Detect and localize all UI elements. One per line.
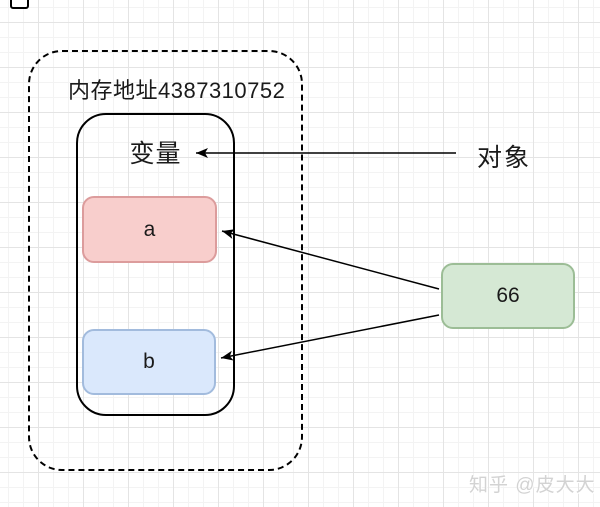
slot-b-box: b	[82, 329, 216, 395]
object-label: 对象	[477, 144, 532, 172]
cutoff-rectangle	[10, 0, 29, 9]
variable-label: 变量	[129, 140, 182, 168]
slot-b-label: b	[143, 350, 155, 373]
value-box: 66	[441, 263, 575, 329]
watermark: 知乎 @皮大大	[469, 475, 596, 496]
value-label: 66	[496, 284, 520, 307]
slot-a-box: a	[82, 196, 217, 263]
memory-address-label: 内存地址4387310752	[68, 78, 286, 103]
slot-a-label: a	[143, 217, 156, 241]
